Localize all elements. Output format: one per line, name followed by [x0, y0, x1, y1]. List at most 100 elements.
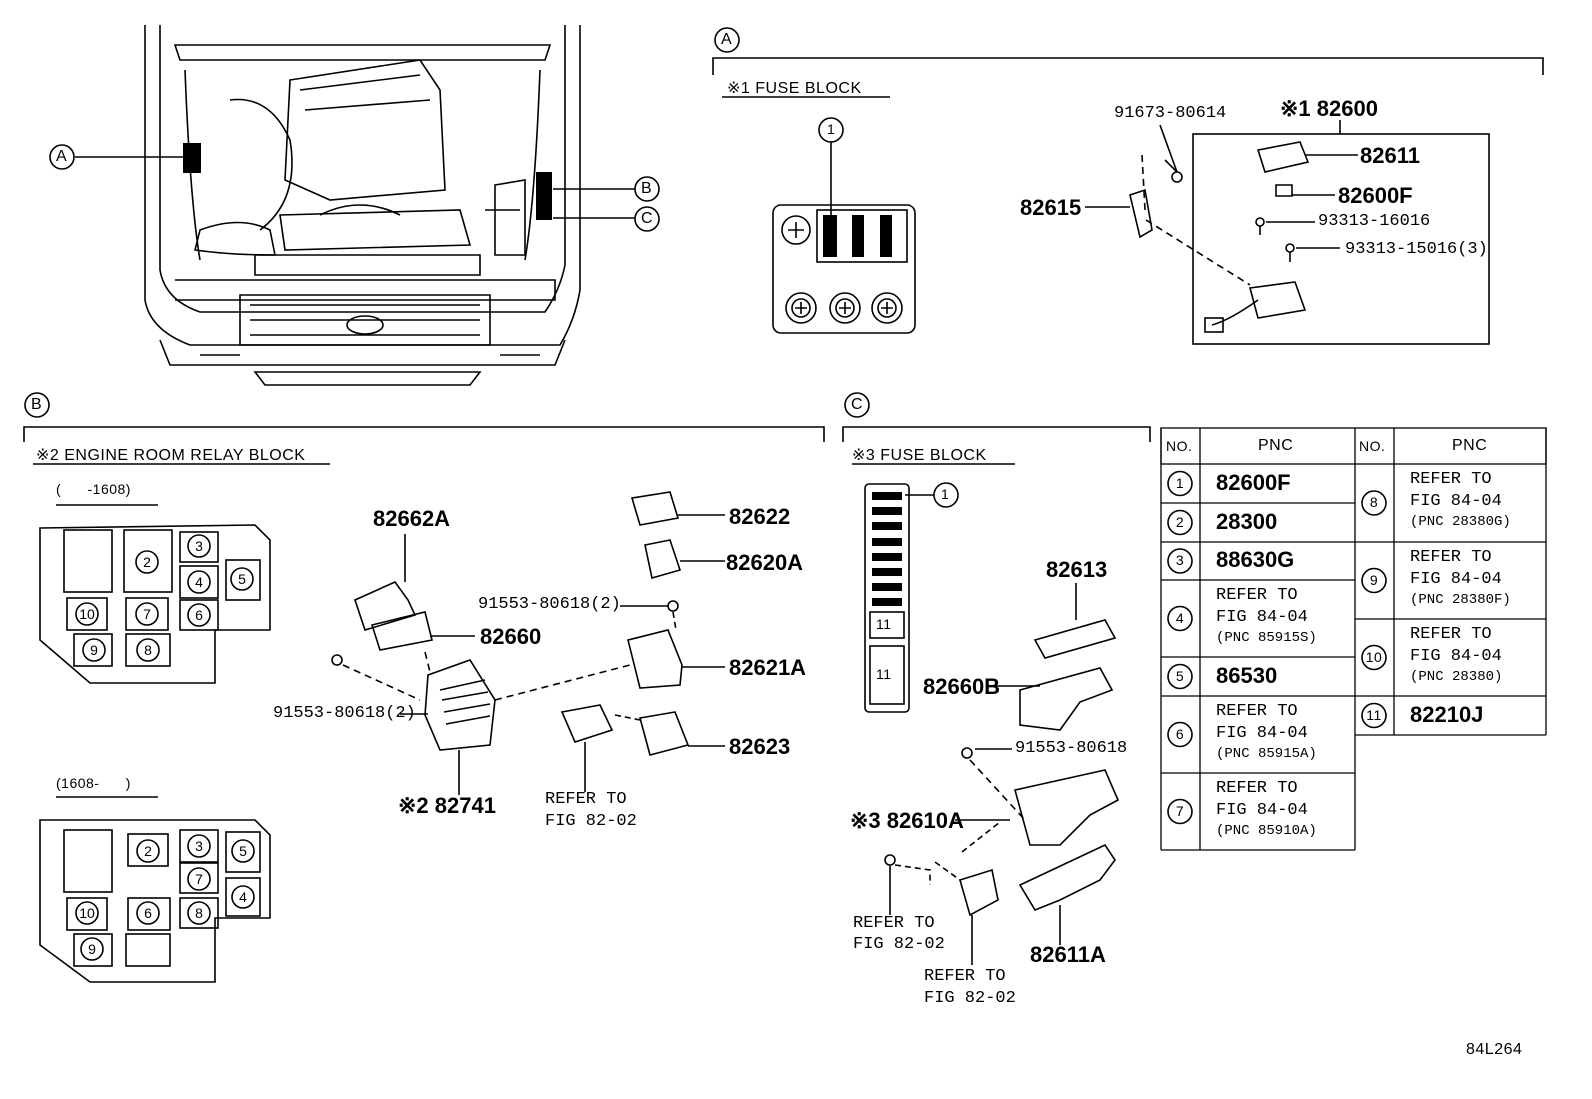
table-pnc-7-line-3: (PNC 85910A): [1216, 823, 1317, 839]
table-no-circle-9: [1361, 567, 1387, 594]
relay-2-slot-9: 9: [88, 941, 96, 957]
fuse-a-num: 1: [827, 121, 836, 137]
table-pnc-3: 88630G: [1216, 547, 1295, 572]
relay-2-slot-10-circle: [75, 901, 99, 925]
part-82600f: 82600F: [1338, 183, 1413, 208]
part-82611: 82611: [1360, 143, 1420, 168]
relay-block-layout-2: [39, 819, 271, 983]
relay-1-slot-9-circle: [82, 638, 106, 662]
relay-2-slot-5: 5: [239, 843, 247, 859]
part-82611a: 82611A: [1030, 942, 1106, 967]
table-pnc-2: 28300: [1216, 508, 1278, 534]
table-header-pnc-right: PNC: [1452, 437, 1488, 454]
relay-1-slot-7: 7: [143, 606, 151, 622]
table-no-4: 4: [1175, 609, 1185, 626]
relay-1-slot-9: 9: [90, 642, 98, 658]
relay-1-slot-3-circle: [187, 534, 211, 558]
table-no-2: 2: [1175, 513, 1185, 530]
relay-1-slot-2-circle: [135, 550, 159, 574]
table-pnc-8-line-2: FIG 84-04: [1410, 492, 1502, 511]
relay-1-slot-4-circle: [187, 570, 211, 594]
relay-2-slot-6-circle: [136, 901, 160, 925]
table-no-circle-1: [1167, 470, 1193, 497]
part-93313-16016: 93313-16016: [1318, 212, 1431, 231]
assembly-box-82600: [1192, 133, 1490, 345]
table-header-pnc-left: PNC: [1258, 437, 1294, 454]
table-pnc-9-line-3: (PNC 28380F): [1410, 592, 1511, 608]
relay-2-slot-7: 7: [195, 871, 203, 887]
engine-bay-illustration: [144, 25, 581, 386]
relay-2-slot-7-circle: [187, 867, 211, 891]
part-91553-80618-c: 91553-80618: [1015, 739, 1128, 758]
part-93313-15016: 93313-15016(3): [1345, 240, 1488, 259]
relay-1-slot-10: 10: [79, 606, 95, 622]
table-no-3: 3: [1175, 552, 1185, 568]
table-pnc-1: 82600F: [1216, 469, 1291, 495]
table-no-10: 10: [1365, 648, 1383, 665]
table-no-1: 1: [1175, 474, 1185, 491]
callout-a-label: A: [56, 148, 68, 165]
table-no-circle-7: [1167, 798, 1193, 825]
fuse-c-slot-11a: 11: [876, 616, 892, 632]
figure-code: 84L264: [1466, 1041, 1523, 1058]
table-pnc-4-line-3: (PNC 85915S): [1216, 630, 1317, 646]
relay-2-slot-6: 6: [144, 905, 152, 921]
relay-1-slot-2: 2: [143, 554, 151, 570]
table-no-11: 11: [1366, 706, 1382, 723]
part-82600: ※1 82600: [1280, 96, 1378, 121]
relay-1-slot-7-circle: [135, 602, 159, 626]
part-82623: 82623: [729, 734, 791, 759]
table-no-8: 8: [1369, 494, 1379, 510]
table-pnc-7-line-1: REFER TO: [1216, 779, 1298, 798]
fuse-c-slot-11b: 11: [876, 666, 892, 682]
relay-2-slot-2-circle: [136, 839, 160, 863]
section-a-marker: A: [721, 31, 733, 48]
table-pnc-9-line-2: FIG 84-04: [1410, 570, 1502, 589]
refer-to-c-b1: REFER TO: [924, 967, 1006, 986]
part-82620a: 82620A: [726, 550, 804, 575]
table-no-9: 9: [1369, 571, 1379, 588]
relay-1-slot-6-circle: [187, 603, 211, 627]
table-pnc-6-line-3: (PNC 85915A): [1216, 746, 1317, 762]
refer-to-b-1: REFER TO: [545, 790, 627, 809]
part-91673-80614: 91673-80614: [1114, 104, 1227, 123]
table-pnc-6-line-2: FIG 84-04: [1216, 724, 1308, 743]
relay-2-slot-5-circle: [231, 839, 255, 863]
table-pnc-5: 86530: [1216, 662, 1278, 688]
callout-c-vehicle: [634, 206, 660, 232]
part-91553-80618-b: 91553-80618(2): [273, 704, 416, 723]
fuse-c-num: 1: [941, 486, 950, 502]
relay-1-slot-6: 6: [195, 607, 203, 623]
table-pnc-6-line-1: REFER TO: [1216, 702, 1298, 721]
table-no-5: 5: [1175, 667, 1185, 684]
relay-2-slot-4-circle: [231, 885, 255, 909]
fuse-block-a: [772, 204, 916, 334]
table-pnc-4-line-1: REFER TO: [1216, 586, 1298, 605]
refer-to-c-b2: FIG 82-02: [924, 989, 1016, 1008]
table-no-circle-8: [1361, 490, 1387, 516]
refer-to-c-a2: FIG 82-02: [853, 935, 945, 954]
relay-1-slot-10-circle: [75, 602, 99, 626]
callout-b-vehicle: [634, 176, 660, 202]
callout-a-vehicle: [49, 144, 75, 170]
table-pnc-4-line-2: FIG 84-04: [1216, 608, 1308, 627]
relay-2-slot-10: 10: [79, 905, 95, 921]
part-82741: ※2 82741: [398, 793, 496, 818]
relay-1-slot-8: 8: [144, 642, 152, 658]
table-no-circle-10: [1361, 644, 1387, 671]
relay-2-slot-2: 2: [144, 843, 152, 859]
table-header-no-left: NO.: [1166, 438, 1193, 454]
refer-to-c-a1: REFER TO: [853, 914, 935, 933]
part-82660b: 82660B: [923, 674, 1001, 699]
part-91553-80618-a: 91553-80618(2): [478, 595, 621, 614]
relay-1-slot-3: 3: [195, 538, 203, 554]
relay-2-slot-3: 3: [195, 838, 203, 854]
section-c-title: ※3 FUSE BLOCK: [852, 447, 987, 464]
table-pnc-7-line-2: FIG 84-04: [1216, 801, 1308, 820]
table-header-no-right: NO.: [1359, 438, 1386, 454]
part-82662a: 82662A: [373, 506, 451, 531]
fuse-block-c: [864, 483, 910, 713]
callout-c-label: C: [641, 210, 654, 227]
table-pnc-11: 82210J: [1410, 701, 1484, 727]
part-82610a: ※3 82610A: [850, 808, 964, 833]
